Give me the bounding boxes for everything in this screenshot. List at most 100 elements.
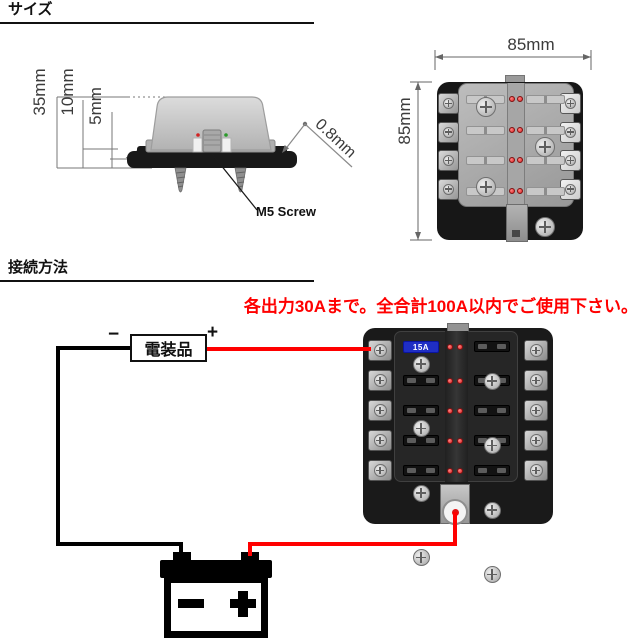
- cover-dome: [150, 96, 272, 151]
- empty-fuse-slot: [474, 341, 510, 352]
- terminal-screw: [565, 183, 576, 195]
- m5-screw-label: M5 Screw: [256, 204, 316, 219]
- terminal-screw: [529, 434, 543, 447]
- positive-wire-battery: [248, 512, 457, 556]
- fuse-screw: [412, 549, 430, 566]
- spade-terminal: [560, 150, 581, 171]
- m5-leader-line: [211, 153, 258, 211]
- mounting-tab-bottom: [506, 204, 528, 242]
- fuse-screw: [412, 484, 430, 502]
- led-indicator: [457, 467, 463, 474]
- terminal-screw: [443, 183, 454, 195]
- device-box: 電装品: [130, 334, 207, 362]
- screw-terminal: [368, 400, 392, 421]
- empty-fuse-slot: [403, 405, 439, 416]
- spade-terminal: [438, 178, 459, 200]
- screw-terminal: [524, 400, 548, 421]
- terminal-screw: [565, 126, 576, 138]
- battery-top: [160, 560, 272, 578]
- led-strip: [507, 83, 525, 205]
- top-view-height-label: 85mm: [395, 97, 414, 145]
- terminal-screw: [443, 126, 454, 138]
- empty-fuse-slot: [474, 405, 510, 416]
- led-indicator: [509, 126, 515, 133]
- fuse-block: 15A: [363, 323, 553, 583]
- terminal-screw: [373, 374, 387, 387]
- mounting-tab-notch: [512, 230, 520, 237]
- terminal-screw: [373, 464, 387, 477]
- fuse-screw: [412, 420, 430, 437]
- screw-terminal: [368, 460, 392, 481]
- battery: [160, 552, 272, 638]
- mounting-screws: [174, 167, 247, 193]
- fuse-screw: [412, 355, 430, 373]
- connection-section-heading: 接続方法: [0, 259, 314, 282]
- fuse-slot: [526, 186, 565, 196]
- stud-assembly: [192, 129, 232, 153]
- terminal-screw: [373, 434, 387, 447]
- thickness-leader: [282, 121, 353, 168]
- led-indicator: [457, 344, 463, 350]
- device-plus-label: +: [207, 322, 219, 343]
- top-view-dimension-lines: [410, 50, 592, 241]
- screw-terminal: [524, 340, 548, 361]
- empty-fuse-slot: [403, 465, 439, 476]
- terminal-screw: [565, 155, 576, 166]
- fuseblock-led-strip: [445, 331, 468, 482]
- cover-screw: [535, 217, 555, 237]
- fuse-screw: [483, 501, 501, 519]
- device-minus-label: −: [108, 324, 120, 345]
- device-label: 電装品: [144, 342, 193, 359]
- spade-terminal: [438, 121, 459, 143]
- battery-minus-symbol: [178, 599, 204, 608]
- terminal-screw: [373, 344, 387, 357]
- led-indicator: [509, 157, 515, 163]
- empty-fuse-slot: [474, 465, 510, 476]
- led-indicator: [447, 467, 453, 474]
- fuse-slot: [526, 95, 565, 104]
- fuse-slot: [466, 156, 505, 165]
- led-indicator: [447, 377, 453, 384]
- dim-5mm-label: 5mm: [86, 87, 105, 125]
- screw-terminal: [368, 370, 392, 391]
- terminal-screw: [443, 98, 454, 109]
- size-section-heading: サイズ: [0, 1, 314, 24]
- terminal-screw: [529, 404, 543, 417]
- led-indicator: [447, 344, 453, 350]
- fuse-screw: [483, 566, 501, 583]
- fuse-slot: [466, 125, 505, 135]
- led-indicator: [517, 126, 523, 133]
- battery-plus-symbol-vertical: [238, 591, 248, 617]
- screw-threads: [175, 171, 246, 188]
- terminal-screw: [529, 464, 543, 477]
- dim-10mm-label: 10mm: [58, 68, 77, 116]
- spade-terminal: [438, 93, 459, 114]
- led-indicator: [457, 437, 463, 444]
- top-view-width-label: 85mm: [507, 35, 555, 54]
- led-indicator: [517, 157, 523, 163]
- terminal-screw: [373, 404, 387, 417]
- side-view-device: [127, 96, 353, 211]
- installed-fuse: 15A: [403, 341, 439, 353]
- spade-terminal: [560, 178, 581, 200]
- screw-terminal: [524, 370, 548, 391]
- cover-screw: [476, 97, 496, 117]
- terminal-screw: [529, 344, 543, 357]
- cover-screw: [476, 177, 496, 197]
- top-view-fusebox: [400, 30, 600, 250]
- terminal-screw: [529, 374, 543, 387]
- warning-text: 各出力30Aまで。全合計100A以内でご使用下さい。: [243, 297, 638, 316]
- indicator-dot-red: [196, 133, 200, 137]
- led-indicator: [457, 407, 463, 414]
- led-indicator: [509, 187, 515, 194]
- fuse-screw: [483, 372, 501, 390]
- base-plate: [127, 151, 297, 168]
- screw-terminal: [524, 430, 548, 451]
- screw-terminal: [524, 460, 548, 481]
- spade-terminal: [560, 121, 581, 143]
- dimension-arrowheads: [415, 54, 591, 240]
- led-indicator: [517, 187, 523, 194]
- terminal-screw: [565, 98, 576, 109]
